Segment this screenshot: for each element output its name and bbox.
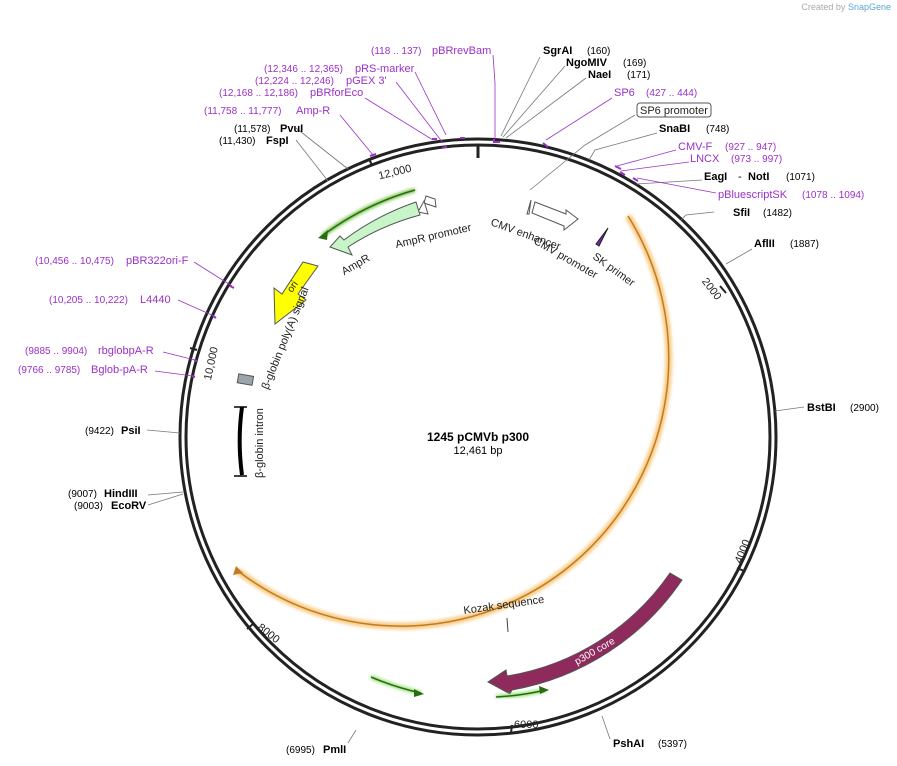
primer-lncx-range: (973 .. 997) [731, 154, 782, 165]
ampr-feature [318, 188, 421, 256]
ampr-promoter-arrow [417, 195, 437, 215]
enzyme-sfii: SfiI [733, 207, 750, 219]
enzyme-pshai-pos: (5397) [658, 739, 687, 750]
primer-pgex3: pGEX 3' [346, 75, 387, 87]
primer-pbluescriptsk: pBluescriptSK [718, 189, 788, 201]
primer-bglobpa: Bglob-pA-R [91, 364, 148, 376]
enzyme-eagi: EagI [704, 171, 727, 183]
cmv-features [526, 199, 579, 232]
primer-prs-marker: pRS-marker [355, 63, 415, 75]
primer-pbrforeco-range: (12,168 .. 12,186) [219, 88, 298, 99]
enzyme-hindiii-pos: (9007) [68, 489, 97, 500]
enzyme-bstbi-pos: (2900) [850, 403, 879, 414]
enzyme-naei-pos: (171) [627, 70, 650, 81]
tick-label-10000: 10,000 [202, 346, 221, 381]
enzyme-sgrai: SgrAI [543, 45, 572, 57]
polya-box [236, 373, 255, 386]
enzyme-sfii-pos: (1482) [763, 208, 792, 219]
enzyme-bstbi: BstBI [807, 402, 836, 414]
enzyme-pmli-pos: (6995) [286, 745, 315, 756]
label-ampr: AmpR [340, 252, 373, 278]
enzyme-aflii: AflII [754, 238, 775, 250]
orf-arc [233, 214, 673, 630]
enzyme-noti: NotI [748, 171, 769, 183]
enzyme-pmli: PmlI [323, 744, 346, 756]
green-arrows [370, 675, 549, 699]
plasmid-length: 12,461 bp [454, 445, 503, 457]
kozak-line [506, 617, 509, 633]
enzyme-psii: PsiI [121, 425, 141, 437]
primer-l4440: L4440 [140, 294, 171, 306]
plasmid-name: 1245 pCMVb p300 [427, 430, 529, 444]
enzyme-fspi: FspI [266, 135, 289, 147]
ori-feature [273, 261, 319, 325]
backbone-outer [178, 137, 778, 737]
primer-lncx: LNCX [690, 153, 720, 165]
primer-l4440-range: (10,205 .. 10,222) [49, 295, 128, 306]
enzyme-pshai: PshAI [613, 738, 644, 750]
primer-pbrforeco: pBRforEco [310, 87, 363, 99]
primer-pbluescriptsk-range: (1078 .. 1094) [802, 190, 864, 201]
primer-leaders [154, 54, 717, 377]
enzyme-sgrai-pos: (160) [587, 46, 610, 57]
tick-label-6000: 6000 [514, 719, 538, 731]
enzyme-ecorv-pos: (9003) [74, 501, 103, 512]
primer-pgex3-range: (12,224 .. 12,246) [255, 76, 334, 87]
enzyme-psii-pos: (9422) [85, 426, 114, 437]
enzyme-eagi-sep: - [738, 171, 742, 183]
snapgene-credit: Created by SnapGene [801, 2, 891, 12]
enzyme-snabi: SnaBI [659, 123, 690, 135]
label-sp6-promoter: SP6 promoter [640, 105, 708, 117]
enzyme-aflii-pos: (1887) [790, 239, 819, 250]
primer-markers [191, 137, 639, 378]
tick-label-12000: 12,000 [377, 163, 413, 183]
primer-pbr322ori-range: (10,456 .. 10,475) [35, 256, 114, 267]
primer-ampr: Amp-R [296, 105, 330, 117]
enzyme-snabi-pos: (748) [706, 124, 729, 135]
backbone-inner [184, 143, 772, 731]
primer-rbglobpa: rbglobpA-R [98, 345, 154, 357]
tick-label-2000: 2000 [699, 276, 724, 303]
primer-ampr-range: (11,758 .. 11,777) [204, 106, 281, 117]
primer-labels: (118 .. 137) pBRrevBam SP6 (427 .. 444) … [18, 45, 864, 376]
enzyme-fspi-pos: (11,430) [219, 136, 256, 147]
primer-cmvf: CMV-F [678, 141, 713, 153]
enzyme-pvui-pos: (11,578) [234, 124, 271, 135]
enzyme-hindiii: HindIII [104, 488, 138, 500]
label-intron: β-globin intron [254, 408, 266, 478]
enzyme-labels: SgrAI (160) NgoMIV (169) NaeI (171) SnaB… [68, 45, 879, 756]
primer-prs-marker-range: (12,346 .. 12,365) [264, 64, 343, 75]
primer-sp6: SP6 [614, 87, 635, 99]
label-kozak: Kozak sequence [463, 594, 545, 617]
label-cmv-promoter: CMV promoter [532, 235, 600, 281]
primer-rbglobpa-range: (9885 .. 9904) [25, 346, 87, 357]
enzyme-eagi-noti-pos: (1071) [786, 172, 815, 183]
tick-marks [189, 158, 745, 734]
label-ampr-promoter: AmpR promoter [394, 222, 473, 251]
primer-pbrrevbam: pBRrevBam [432, 45, 491, 57]
primer-pbr322ori: pBR322ori-F [126, 255, 189, 267]
primer-sp6-range: (427 .. 444) [646, 88, 697, 99]
leader-lines [146, 56, 805, 744]
enzyme-ecorv: EcoRV [111, 500, 147, 512]
credit-prefix: Created by [801, 2, 846, 12]
label-p300: p300 core [573, 636, 617, 668]
primer-pbrrevbam-range: (118 .. 137) [371, 46, 421, 57]
enzyme-ngomiv: NgoMIV [566, 57, 608, 69]
enzyme-naei: NaeI [588, 69, 611, 81]
sk-primer-feature [595, 227, 609, 247]
intron-feature [234, 406, 247, 477]
p300-feature [487, 572, 683, 695]
label-ori: ori [285, 279, 300, 294]
enzyme-ngomiv-pos: (169) [623, 58, 646, 69]
credit-brand: SnapGene [847, 2, 891, 12]
enzyme-pvui: PvuI [280, 123, 303, 135]
sp6-promoter-label: SP6 promoter [636, 102, 712, 118]
primer-bglobpa-range: (9766 .. 9785) [18, 365, 80, 376]
primer-cmvf-range: (927 .. 947) [725, 142, 776, 153]
